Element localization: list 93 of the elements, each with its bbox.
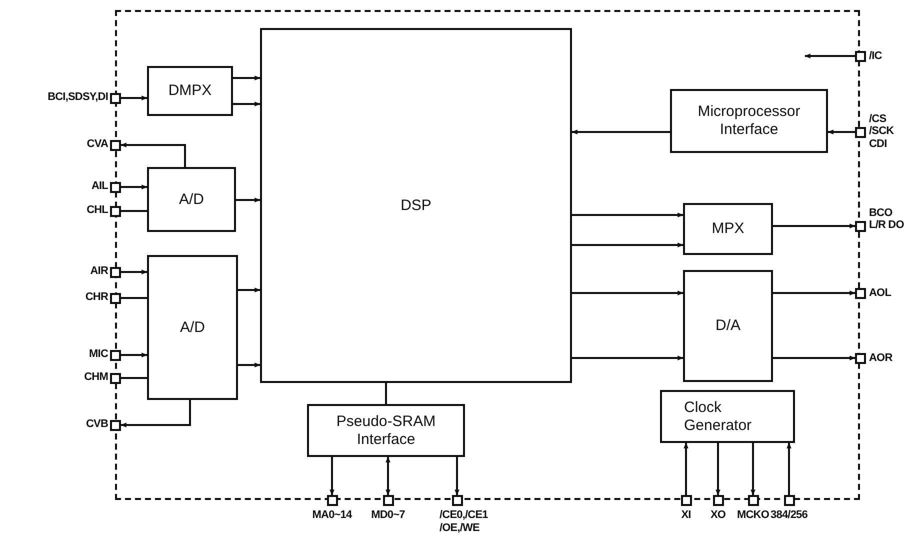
block-label: Pseudo-SRAM Interface	[335, 412, 437, 448]
block-label: Microprocessor Interface	[696, 103, 802, 139]
signal-arrow	[572, 212, 684, 218]
pin-terminal	[855, 288, 866, 298]
pin-label: MIC	[89, 348, 108, 360]
pin-terminal	[110, 182, 121, 192]
pin-label: BCO L/R DO	[869, 206, 905, 232]
pin-label: AIR	[90, 264, 108, 278]
signal-line	[121, 377, 147, 379]
signal-line	[121, 210, 147, 212]
pin-label: CHR	[85, 290, 108, 304]
function-block	[683, 270, 773, 382]
pin-label: CHM	[84, 370, 108, 384]
function-block	[147, 167, 236, 232]
block-label: MPX	[712, 220, 744, 238]
function-block	[147, 255, 238, 400]
pin-terminal	[712, 495, 724, 506]
pin-terminal	[110, 266, 121, 278]
signal-arrow	[572, 242, 684, 248]
pin-label: XI	[681, 509, 691, 522]
pin-terminal	[382, 495, 394, 506]
pin-label: CVA	[86, 138, 108, 150]
block-label: D/A	[715, 317, 740, 335]
signal-arrow	[121, 352, 148, 358]
pin-label: MD0~7	[371, 509, 405, 522]
pin-label: CVB	[86, 418, 108, 430]
signal-arrow	[121, 96, 148, 100]
signal-arrow	[233, 102, 261, 106]
signal-line	[121, 297, 147, 299]
signal-line	[385, 383, 387, 404]
pin-terminal	[110, 420, 121, 430]
pin-terminal	[784, 495, 794, 506]
block-label: DMPX	[168, 82, 212, 100]
pin-terminal	[855, 220, 866, 232]
signal-arrow	[750, 443, 756, 496]
pin-label: /IC	[869, 50, 882, 62]
signal-arrow	[238, 362, 261, 368]
pin-label: /CE0,/CE1 /OE,/WE	[440, 509, 489, 534]
signal-arrow	[120, 400, 191, 428]
block-label: DSP	[400, 196, 432, 214]
signal-arrow	[571, 130, 670, 134]
signal-arrow	[804, 54, 855, 58]
block-label: A/D	[180, 318, 205, 336]
block-label: A/D	[178, 190, 204, 208]
function-block	[670, 89, 828, 153]
pin-label: XO	[710, 509, 726, 522]
signal-arrow	[572, 290, 684, 296]
pin-label: /CS /SCK CDI	[869, 112, 895, 150]
signal-arrow	[120, 142, 186, 167]
pin-label: MCKO	[737, 509, 769, 522]
function-block	[683, 203, 773, 255]
pin-label: AOL	[869, 286, 892, 300]
signal-arrow	[121, 270, 148, 274]
chip-boundary	[115, 10, 860, 500]
block-label: Clock Generator	[684, 398, 753, 434]
signal-arrow	[238, 288, 261, 292]
function-block	[260, 28, 572, 383]
pin-terminal	[680, 495, 692, 506]
signal-arrow	[233, 76, 261, 80]
signal-arrow	[716, 443, 720, 496]
function-block	[660, 390, 795, 443]
pin-terminal	[110, 372, 121, 384]
pin-label: AOR	[869, 352, 892, 364]
pin-terminal	[452, 495, 462, 506]
signal-arrow	[121, 184, 148, 190]
pin-terminal	[855, 126, 866, 138]
pin-terminal	[110, 140, 121, 150]
signal-arrow	[386, 456, 390, 496]
pin-terminal	[110, 92, 121, 104]
function-block	[307, 404, 465, 457]
signal-arrow	[773, 290, 856, 296]
pin-label: CHL	[86, 204, 108, 216]
signal-arrow	[236, 198, 261, 202]
signal-arrow	[684, 442, 688, 495]
signal-arrow	[773, 356, 856, 360]
function-block	[147, 66, 233, 116]
pin-terminal	[110, 206, 121, 216]
pin-label: 384/256	[770, 509, 808, 522]
signal-arrow	[572, 356, 684, 360]
pin-terminal	[110, 350, 121, 360]
signal-arrow	[786, 442, 792, 495]
pin-terminal	[326, 495, 338, 506]
signal-arrow	[773, 224, 856, 228]
pin-label: MA0~14	[312, 509, 352, 522]
pin-terminal	[748, 495, 758, 506]
pin-label: AIL	[91, 180, 108, 192]
pin-terminal	[855, 50, 866, 62]
signal-arrow	[827, 130, 855, 134]
signal-arrow	[330, 457, 334, 496]
pin-terminal	[855, 352, 866, 364]
pin-terminal	[110, 292, 121, 304]
signal-arrow	[454, 457, 460, 496]
pin-label: BCI,SDSY,DI	[48, 90, 108, 104]
